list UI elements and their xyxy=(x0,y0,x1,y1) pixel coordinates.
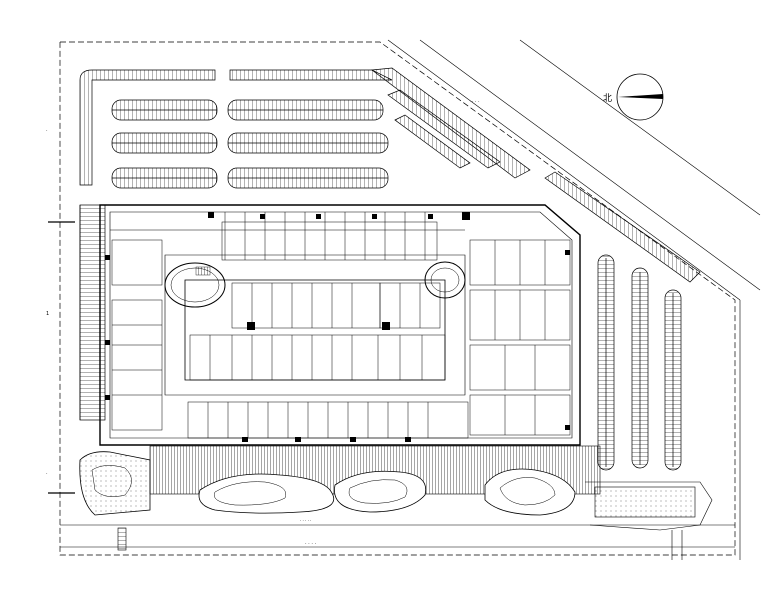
parking-right xyxy=(544,171,701,471)
left-ticks xyxy=(48,221,75,494)
dimension-text: · · · · · xyxy=(300,518,311,523)
atrium-oval-right xyxy=(424,261,466,299)
mall-building xyxy=(99,204,581,446)
north-label: 北 xyxy=(603,93,612,104)
shop-grid xyxy=(110,212,571,439)
south-plaza xyxy=(79,445,601,516)
site-boundary xyxy=(59,41,736,556)
left-mark-3: · xyxy=(46,471,48,477)
east-edge xyxy=(585,481,713,560)
left-mark-1: · xyxy=(46,128,48,134)
road-label: ·· · · xyxy=(470,99,480,105)
diagonal-road xyxy=(387,39,761,560)
bottom-label: · · · · xyxy=(305,541,317,547)
core-details xyxy=(105,212,570,442)
north-arrow: 北 xyxy=(603,73,664,121)
left-mark-2: 1 xyxy=(46,311,49,317)
parking-left xyxy=(79,204,106,421)
parking-top xyxy=(79,67,531,189)
south-road xyxy=(60,524,735,551)
atrium-oval-left xyxy=(164,262,226,308)
